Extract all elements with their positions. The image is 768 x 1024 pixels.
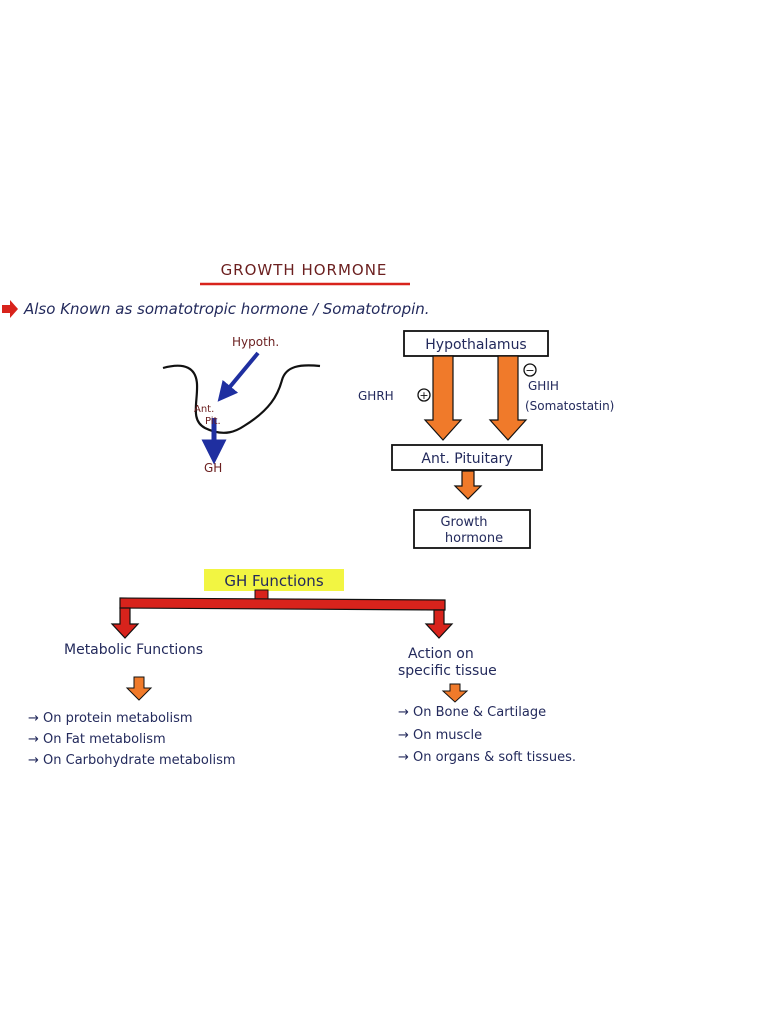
- plus-circle-icon: [417, 388, 431, 402]
- antpit-label-line1: Ant.: [194, 404, 214, 415]
- metabolic-functions-title: Metabolic Functions: [64, 642, 203, 658]
- tissue-item-2: → On muscle: [398, 728, 482, 743]
- tissue-item-3: → On organs & soft tissues.: [398, 750, 576, 765]
- hypoth-label: Hypoth.: [232, 335, 279, 349]
- bullet-arrow-icon: [2, 300, 18, 318]
- growth-hormone-line1: Growth: [440, 515, 487, 530]
- pituitary-outline: [162, 364, 321, 434]
- metabolic-down-arrow: [125, 676, 153, 701]
- intro-text: Also Known as somatotropic hormone / Som…: [23, 300, 430, 318]
- ghih-sign: −: [525, 364, 534, 377]
- branch-right-arrow: [424, 609, 454, 639]
- hypothalamus-box: [403, 330, 549, 357]
- tissue-title-line1: Action on: [408, 646, 474, 662]
- ghrh-label: GHRH: [358, 389, 394, 403]
- branch-left-arrow: [110, 607, 140, 639]
- metabolic-item-2: → On Fat metabolism: [28, 732, 166, 747]
- ant-pituitary-label: Ant. Pituitary: [421, 451, 512, 467]
- hypoth-arrow: [217, 351, 260, 402]
- tissue-down-arrow: [441, 683, 469, 703]
- ghih-arrow: [488, 355, 528, 441]
- ghrh-sign: +: [419, 389, 428, 402]
- ghrh-arrow: [423, 355, 463, 441]
- functions-branch-tree: [110, 589, 454, 639]
- gh-functions-heading: GH Functions: [224, 572, 323, 590]
- gh-label: GH: [204, 461, 222, 475]
- ghih-alt-label: (Somatostatin): [525, 399, 614, 413]
- tissue-title-line2: specific tissue: [398, 663, 497, 679]
- pituitary-schematic: Hypoth. Ant. Pit. GH: [162, 335, 321, 475]
- branch-bar: [119, 597, 446, 611]
- hormone-regulation-flow: Hypothalamus GHRH + − GHIH (Somatostatin…: [358, 330, 614, 549]
- page-title: GROWTH HORMONE: [221, 261, 388, 279]
- hypothalamus-label: Hypothalamus: [425, 337, 526, 353]
- growth-hormone-box: [413, 509, 531, 549]
- growth-hormone-line2: hormone: [445, 531, 503, 546]
- pituitary-to-gh-arrow: [453, 470, 483, 500]
- minus-circle-icon: [523, 363, 537, 377]
- ghih-label: GHIH: [528, 379, 559, 393]
- metabolic-item-3: → On Carbohydrate metabolism: [28, 753, 236, 768]
- antpit-label-line2: Pit.: [205, 416, 221, 427]
- gh-functions-highlight: [204, 569, 344, 591]
- ant-pituitary-box: [391, 444, 543, 471]
- metabolic-item-1: → On protein metabolism: [28, 711, 193, 726]
- tissue-item-1: → On Bone & Cartilage: [398, 705, 546, 720]
